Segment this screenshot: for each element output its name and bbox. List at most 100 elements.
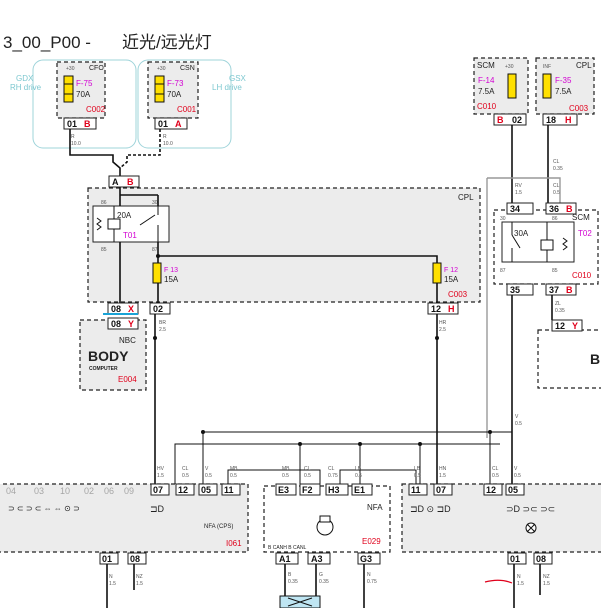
cpl-top-name: CPL [576,61,592,70]
cpl-name: CPL [458,193,474,202]
cpl-top-pin-letter: H [565,115,572,125]
csn-code: C001 [177,105,197,114]
relay-t01-pin-30: 30 [152,200,158,206]
csn-drive-outline [137,59,232,149]
svg-text:CL: CL [182,466,189,472]
svg-text:09: 09 [124,486,134,496]
cpl-top-amp: 7.5A [555,87,572,96]
svg-text:A3: A3 [311,554,323,564]
svg-text:0.5: 0.5 [182,473,189,479]
svg-text:1.5: 1.5 [109,581,116,587]
cfo-side-sub: RH drive [10,83,42,92]
cpl-pin-08x-letter: X [128,304,134,314]
fuse-f12-amp: 15A [444,275,459,284]
svg-text:G: G [319,572,323,578]
svg-text:1.5: 1.5 [136,581,143,587]
scm-pin-37b-num: 37 [549,285,559,295]
relay-t02-pin-86: 86 [552,216,558,222]
svg-text:H3: H3 [328,485,340,495]
cpl-module-box [87,187,481,303]
diagram-code: 3_00_P00 - [3,33,91,52]
svg-text:N: N [517,574,521,580]
csn-fuse-icon [154,75,165,103]
svg-text:1.5: 1.5 [543,581,550,587]
csn-fuse: F-73 [167,79,184,88]
left-lamp-pin-05 [198,483,218,496]
nbc-body: BODY [88,348,129,364]
right-lamp-pin-01 [507,552,527,565]
right-lamp-icons: ⊃D ⊃⊂ ⊃⊂ [506,504,555,514]
relay-t01-id: T01 [123,231,137,240]
svg-text:1.5: 1.5 [157,473,164,479]
wire-cl-scm-size: 0.5 [553,190,560,196]
nfa-pin-g3 [357,552,381,565]
fuse-f13-icon [152,262,162,284]
right-lamp-pin-11 [408,483,428,496]
cpl-pin-02-num: 02 [153,304,163,314]
scm-pin-35-num: 35 [510,285,520,295]
cpl-top-plus: INF [543,64,551,70]
left-lamp-pin-12 [175,483,195,496]
scm-pin-34 [506,202,534,215]
svg-text:V: V [514,466,518,472]
wire-rv-size: 1.5 [515,190,522,196]
svg-text:0.75: 0.75 [367,579,377,585]
nbc-pin-08y [107,317,139,330]
scm-top-amp: 7.5A [478,87,495,96]
csn-pin-letter: A [175,119,182,129]
body-right-pin-letter: Y [572,321,578,331]
cpl-pin-02 [149,302,171,315]
nfa-pin-e3 [275,483,297,496]
wire-cl-top-color: CL [553,159,560,165]
svg-text:A1: A1 [279,554,291,564]
svg-text:0.5: 0.5 [282,473,289,479]
csn-amp: 70A [167,90,182,99]
wire-hr-color: HR [439,320,447,326]
csn-wire-size: 10.0 [163,141,173,147]
nbc-pin-num: 08 [111,319,121,329]
left-lamp-icons: ⊃ ⊂ ⊃ ⊂ ⇔ ⇔ ⊙ ⊃ [8,504,80,513]
scm-top-fuse-icon [507,73,517,99]
fuse-f12-icon [432,262,442,284]
svg-text:0.5: 0.5 [414,473,421,479]
wire-v-color: V [515,414,519,420]
wire-hr-size: 2.5 [439,327,446,333]
svg-text:HN: HN [439,466,447,472]
svg-text:0.5: 0.5 [205,473,212,479]
relay-t01-coil-icon [107,218,121,230]
fuse-f13-amp: 15A [164,275,179,284]
scm-pin-37b [545,283,577,296]
svg-text:1.5: 1.5 [517,581,524,587]
wire-cl-scm-color: CL [553,183,560,189]
svg-text:0.5: 0.5 [230,473,237,479]
cpl-top-fuse-icon [542,73,552,99]
wire-br-size: 2.5 [159,327,166,333]
svg-text:01: 01 [102,554,112,564]
left-lamp-pin-08 [127,552,147,565]
svg-text:V: V [205,466,209,472]
nfa-pin-h3 [325,483,349,496]
left-lamp-pin-07 [150,483,170,496]
wire-rv-color: RV [515,183,523,189]
right-lamp-pin-07 [433,483,453,496]
relay-t02-switch-icon [511,234,521,249]
svg-text:08: 08 [536,554,546,564]
svg-text:LB: LB [355,466,362,472]
cpl-pin-12h-letter: H [448,304,455,314]
svg-text:HV: HV [157,466,165,472]
scm-pin-34-num: 34 [510,204,520,214]
svg-text:N: N [109,574,113,580]
cfo-pin: 01 [67,119,77,129]
relay-t01-switch-icon [139,214,156,226]
svg-text:0.35: 0.35 [288,579,298,585]
left-lamp-code: I061 [226,539,242,548]
svg-text:0.35: 0.35 [319,579,329,585]
cfo-code: C002 [86,105,106,114]
svg-text:06: 06 [104,486,114,496]
svg-text:E3: E3 [278,485,289,495]
svg-text:NZ: NZ [136,574,143,580]
svg-text:0.5: 0.5 [304,473,311,479]
scm-top-fuse: F-14 [478,76,495,85]
body-right-label: B [590,351,600,367]
